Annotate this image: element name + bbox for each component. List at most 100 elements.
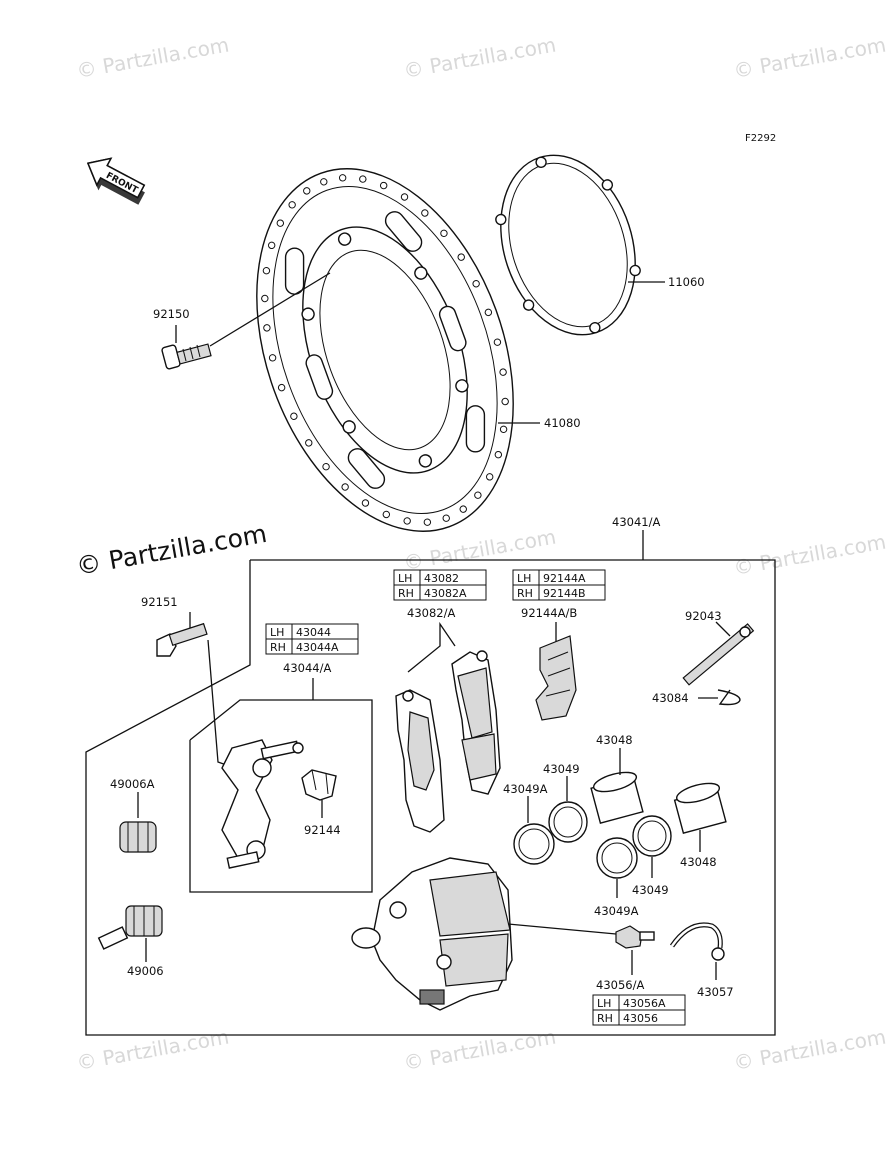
label-43049-right: 43049 (632, 883, 669, 897)
front-arrow-icon: FRONT (86, 157, 146, 205)
disc-hole (442, 514, 450, 522)
disc-holes (261, 174, 509, 526)
watermark: © Partzilla.com (402, 1024, 558, 1074)
pin-clip (717, 689, 741, 706)
caliper-assembly-frame: 43041/A (85, 515, 776, 1036)
watermark: © Partzilla.com (402, 32, 558, 82)
disc-hole (263, 324, 271, 332)
label-49006A: 49006A (110, 777, 155, 791)
svg-text:43056: 43056 (623, 1012, 658, 1025)
piston-seal-upper (548, 801, 588, 843)
svg-text:RH: RH (517, 587, 533, 600)
disc-hole (379, 181, 388, 190)
disc-hole (268, 354, 277, 362)
label-43049A-right: 43049A (594, 904, 639, 918)
slide-pin (97, 905, 163, 950)
svg-text:43044A: 43044A (296, 641, 339, 654)
label-43082: 43082/A (407, 606, 455, 620)
disc-hole (277, 383, 286, 392)
brake-pad-inner (395, 689, 445, 833)
caliper-body (351, 857, 513, 1011)
disc-hole (320, 178, 328, 186)
disc-hole (423, 518, 432, 526)
caliper-piston-upper (590, 771, 644, 824)
svg-text:43082: 43082 (424, 572, 459, 585)
label-43048-upper: 43048 (596, 733, 633, 747)
anti-rattle-spring (535, 635, 577, 721)
disc-hole (338, 174, 347, 182)
disc-hole (493, 338, 502, 346)
table-43044: LH 43044 RH 43044A (265, 623, 359, 655)
watermark: © Partzilla.com (732, 529, 888, 579)
svg-text:LH: LH (597, 997, 611, 1010)
disc-hole (472, 280, 480, 288)
table-43082: LH 43082 RH 43082A (393, 569, 487, 601)
svg-text:LH: LH (398, 572, 412, 585)
label-43041: 43041/A (612, 515, 660, 529)
label-92150: 92150 (153, 307, 190, 321)
disc-hole (484, 308, 493, 317)
svg-text:43044: 43044 (296, 626, 331, 639)
disc-hole (262, 266, 271, 275)
svg-text:LH: LH (517, 572, 531, 585)
disc-hole (359, 175, 367, 183)
pad-spring-clip (301, 769, 337, 801)
label-92144ab: 92144A/B (521, 606, 577, 620)
disc-hole (322, 462, 330, 471)
disc-hole (303, 187, 311, 195)
watermark: © Partzilla.com (402, 524, 558, 574)
svg-text:43056A: 43056A (623, 997, 666, 1010)
watermark: © Partzilla.com (75, 1024, 231, 1074)
disc-hole (341, 483, 349, 491)
disc-hole (382, 510, 391, 519)
brake-disc (256, 168, 514, 532)
bleeder-cap (669, 922, 725, 961)
label-43084: 43084 (652, 691, 689, 705)
svg-text:92144A: 92144A (543, 572, 586, 585)
disc-hole (459, 505, 467, 513)
caliper-bracket (221, 739, 304, 869)
label-43048-right: 43048 (680, 855, 717, 869)
svg-text:RH: RH (597, 1012, 613, 1025)
bleeder-valve (615, 925, 655, 949)
disc-hole (494, 450, 503, 459)
label-92151: 92151 (141, 595, 178, 609)
disc-hole (403, 517, 411, 525)
label-92144: 92144 (304, 823, 341, 837)
disc-hole (421, 209, 429, 217)
disc-bolt (161, 343, 212, 370)
disc-hole (499, 368, 507, 376)
disc-hole (305, 439, 313, 447)
bracket-frame (189, 678, 373, 893)
watermark: © Partzilla.com (732, 1024, 888, 1074)
label-92043: 92043 (685, 609, 722, 623)
caliper-piston-right (673, 782, 727, 834)
disc-hole (400, 193, 409, 201)
disc-hole (499, 425, 508, 434)
label-49006: 49006 (127, 964, 164, 978)
watermark: © Partzilla.com (75, 32, 231, 82)
dust-seal-right (596, 837, 638, 879)
disc-shim (495, 154, 641, 336)
disc-hole (485, 473, 494, 481)
label-43056: 43056/A (596, 978, 644, 992)
piston-seal-right (632, 815, 672, 857)
disc-hole (474, 491, 482, 499)
watermark: © Partzilla.com (732, 32, 888, 82)
label-43049-upper: 43049 (543, 762, 580, 776)
label-43049A-upper: 43049A (503, 782, 548, 796)
disc-hole (440, 229, 448, 238)
disc-hole (361, 499, 370, 507)
svg-text:RH: RH (398, 587, 414, 600)
brake-pad-outer (451, 650, 501, 795)
disc-hole (457, 253, 465, 261)
disc-hole (290, 412, 298, 420)
dust-seal-upper (513, 823, 555, 865)
label-43044: 43044/A (283, 661, 331, 675)
pad-pin (682, 623, 755, 686)
disc-hole (267, 241, 276, 250)
disc-hole (501, 397, 509, 406)
watermark-main: © Partzilla.com (74, 519, 269, 581)
label-43057: 43057 (697, 985, 734, 999)
